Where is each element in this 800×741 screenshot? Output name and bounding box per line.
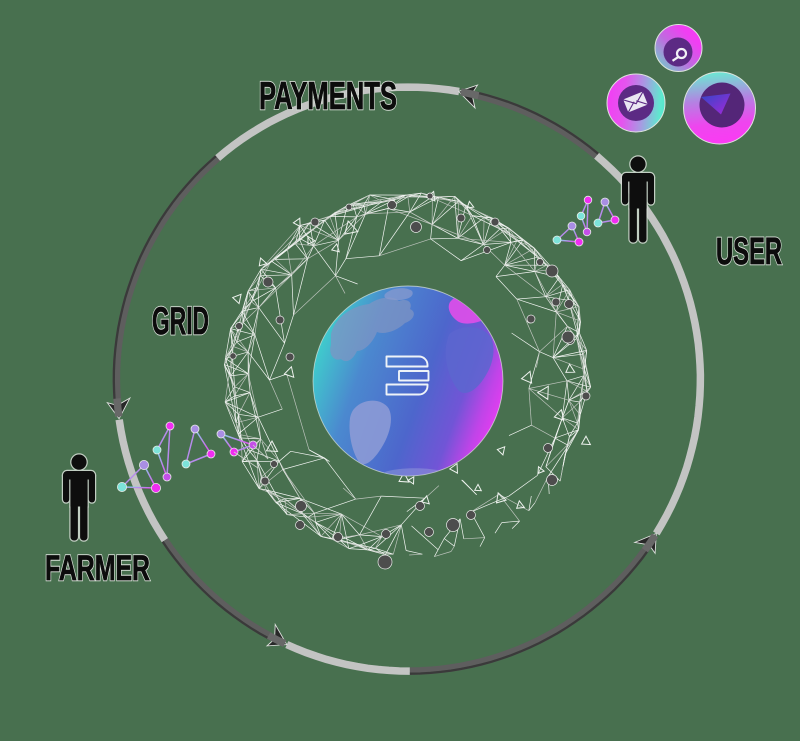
svg-text:FARMER: FARMER (45, 549, 150, 588)
svg-text:USER: USER (716, 231, 782, 273)
svg-text:PAYMENTS: PAYMENTS (259, 75, 397, 118)
svg-text:GRID: GRID (152, 300, 209, 343)
